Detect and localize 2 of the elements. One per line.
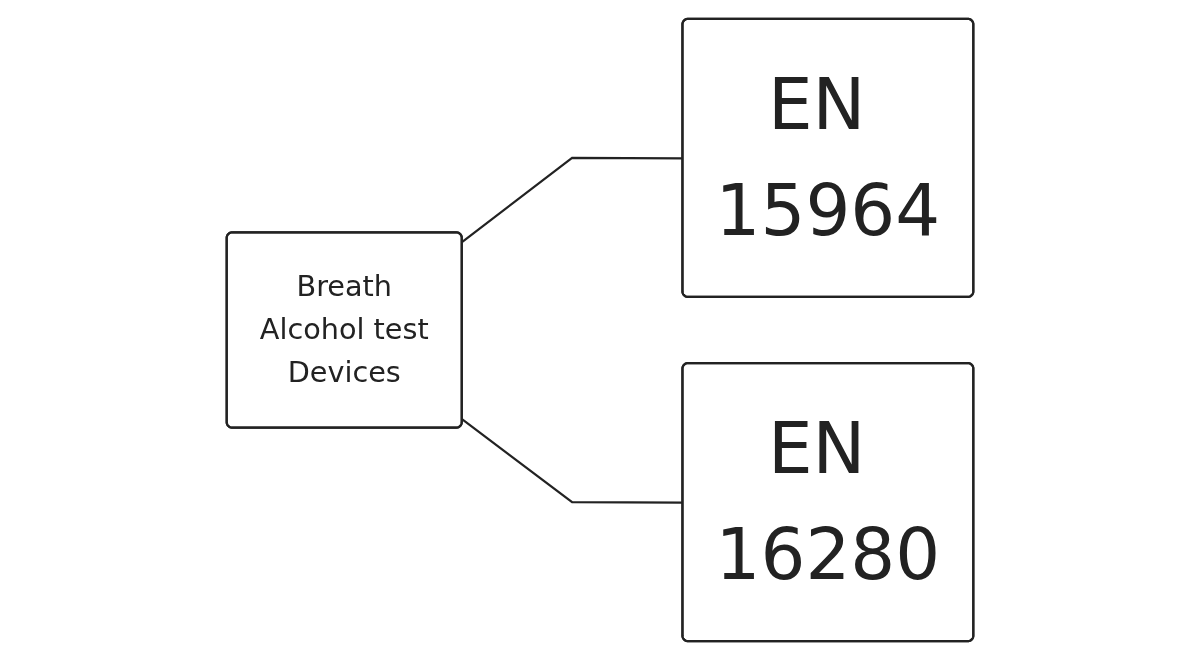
connector xyxy=(461,417,683,504)
connector xyxy=(461,156,683,243)
